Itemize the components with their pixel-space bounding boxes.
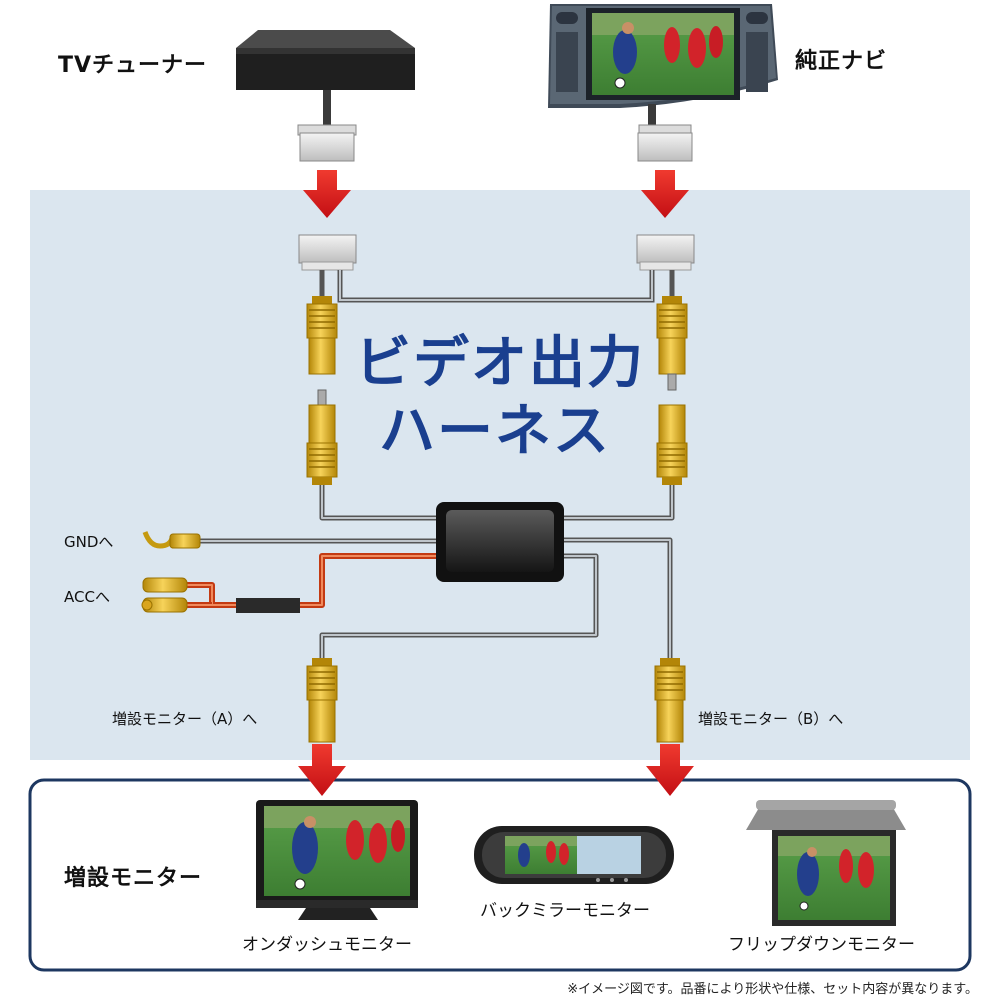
arrow-navi-down [641, 170, 689, 218]
label-backmirror-monitor: バックミラーモニター [480, 901, 650, 921]
acc-terminal-upper [142, 577, 188, 593]
label-genuine-navi: 純正ナビ [795, 49, 888, 74]
harness-title-line2: ハーネス [379, 399, 611, 464]
acc-wire [185, 553, 440, 608]
ondash-monitor-device [256, 800, 418, 920]
harness-panel [30, 190, 970, 760]
label-flipdown-monitor: フリップダウンモニター [728, 935, 915, 955]
label-acc: ACCへ [64, 588, 110, 606]
rca-right-lower [656, 404, 688, 485]
rca-left-upper [306, 296, 338, 375]
acc-terminal-lower [141, 597, 188, 613]
label-additional-monitor: 増設モニター [64, 866, 203, 891]
flipdown-monitor-device [746, 800, 906, 926]
label-tv-tuner: TVチューナー [58, 53, 208, 78]
backmirror-monitor-device [474, 826, 674, 884]
label-monitor-b: 増設モニター（B）へ [698, 710, 844, 728]
fuse-holder [236, 598, 300, 613]
rca-output-b [654, 658, 686, 743]
arrow-tv-down [303, 170, 351, 218]
arrow-monitor-a-down [298, 744, 346, 796]
harness-connector-right [636, 234, 695, 271]
harness-connector-left [298, 234, 357, 271]
rca-left-lower [306, 389, 338, 485]
gnd-terminal [142, 531, 201, 549]
tv-tuner-device [236, 30, 415, 162]
splitter-box [436, 502, 564, 582]
rca-right-upper [656, 296, 688, 391]
label-monitor-a: 増設モニター（A）へ [112, 710, 258, 728]
rca-output-a [306, 658, 338, 743]
label-gnd: GNDへ [64, 533, 114, 551]
genuine-navi-device [548, 4, 778, 162]
footnote: ※イメージ図です。品番により形状や仕様、セット内容が異なります。 [567, 982, 978, 997]
harness-title: ビデオ出力 ハーネス [355, 330, 645, 466]
harness-title-line1: ビデオ出力 [355, 331, 645, 396]
arrow-monitor-b-down [646, 744, 694, 796]
label-ondash-monitor: オンダッシュモニター [242, 935, 412, 955]
